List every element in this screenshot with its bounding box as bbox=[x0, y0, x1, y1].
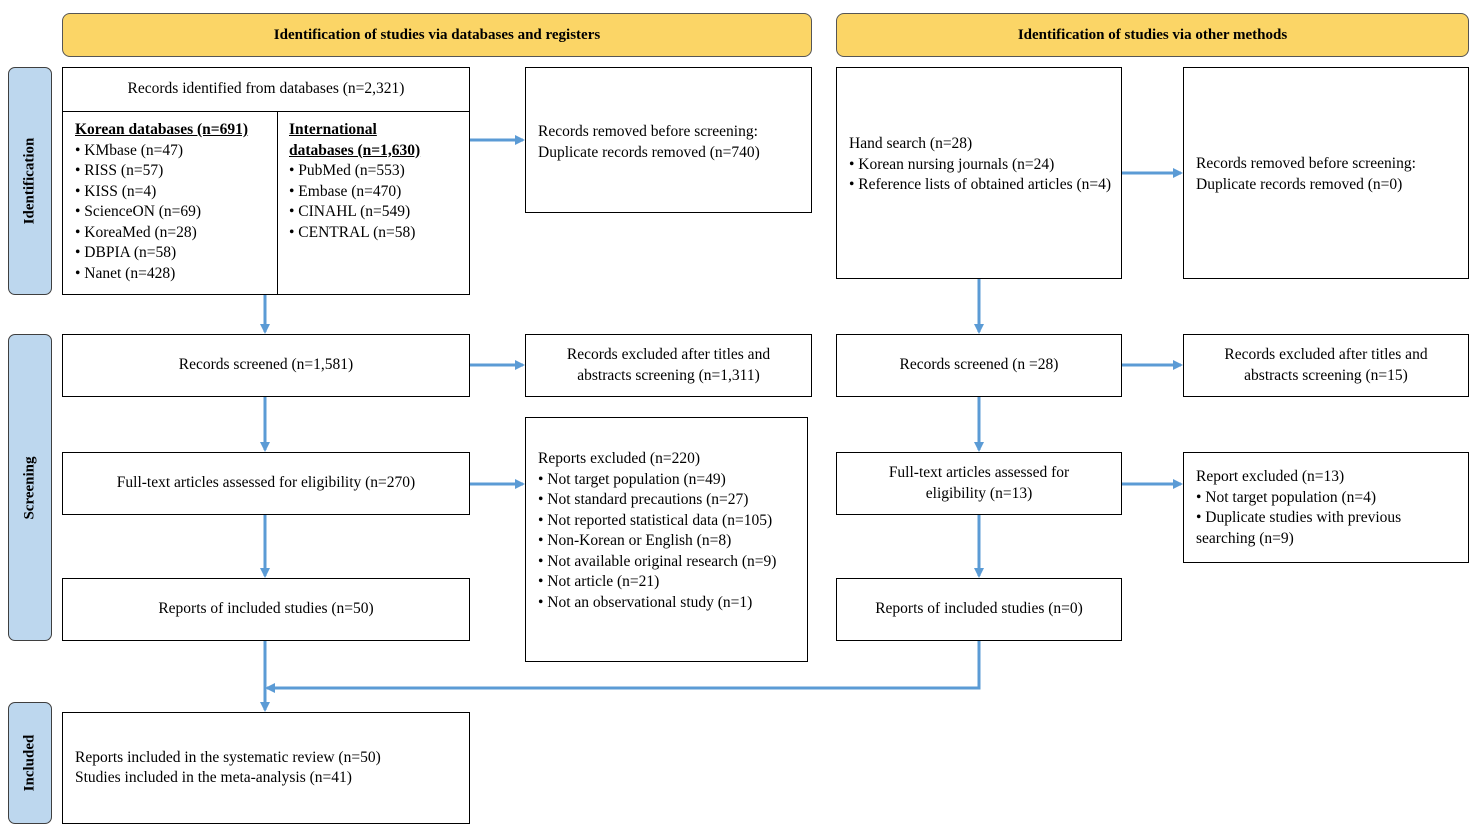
records-removed-other-line-2: Duplicate records removed (n=0) bbox=[1196, 175, 1403, 193]
international-databases-title-2: databases (n=1,630) bbox=[289, 141, 421, 159]
fulltext-assessed-other-box: Full-text articles assessed for eligibil… bbox=[836, 452, 1122, 515]
included-studies-other-box: Reports of included studies (n=0) bbox=[836, 578, 1122, 641]
records-removed-other-box: Records removed before screening: Duplic… bbox=[1183, 67, 1469, 279]
phase-identification: Identification bbox=[8, 67, 52, 295]
list-item: • Korean nursing journals (n=24) bbox=[849, 155, 1055, 173]
list-item: • Not reported statistical data (n=105) bbox=[538, 511, 773, 529]
header-other-label: Identification of studies via other meth… bbox=[1017, 26, 1288, 43]
list-item: • Not target population (n=49) bbox=[538, 470, 726, 488]
included-studies-box: Reports of included studies (n=50) bbox=[62, 578, 470, 641]
fulltext-assessed-other-text: Full-text articles assessed for eligibil… bbox=[888, 464, 1070, 502]
records-excluded-other-text: Records excluded after titles and abstra… bbox=[1224, 346, 1428, 384]
list-item: • PubMed (n=553) bbox=[289, 162, 405, 179]
list-item: • Non-Korean or English (n=8) bbox=[538, 532, 732, 549]
list-item: • Not an observational study (n=1) bbox=[538, 593, 753, 611]
list-item: • Duplicate studies with previous search… bbox=[1196, 509, 1402, 547]
list-item: • KISS (n=4) bbox=[75, 182, 157, 200]
records-removed-other-line-1: Records removed before screening: bbox=[1196, 155, 1416, 172]
fulltext-assessed-box: Full-text articles assessed for eligibil… bbox=[62, 452, 470, 515]
final-included-line-2: Studies included in the meta-analysis (n… bbox=[75, 769, 352, 786]
list-item: • ScienceON (n=69) bbox=[75, 203, 202, 220]
records-excluded-text: Records excluded after titles and abstra… bbox=[566, 346, 771, 384]
list-item: • Embase (n=470) bbox=[289, 182, 402, 200]
included-studies-text: Reports of included studies (n=50) bbox=[158, 600, 374, 618]
list-item: • Not standard precautions (n=27) bbox=[538, 491, 749, 508]
included-studies-other-text: Reports of included studies (n=0) bbox=[875, 600, 1083, 618]
report-excluded-other-box: Report excluded (n=13) • Not target popu… bbox=[1183, 452, 1469, 563]
records-identified-text: Records identified from databases (n=2,3… bbox=[127, 80, 405, 98]
list-item: • Reference lists of obtained articles (… bbox=[849, 176, 1112, 193]
reports-excluded-title: Reports excluded (n=220) bbox=[538, 450, 700, 467]
list-item: • Not available original research (n=9) bbox=[538, 552, 777, 570]
records-screened-other-box: Records screened (n =28) bbox=[836, 334, 1122, 397]
phase-screening: Screening bbox=[8, 334, 52, 641]
fulltext-assessed-text: Full-text articles assessed for eligibil… bbox=[116, 474, 416, 492]
list-item: • Not article (n=21) bbox=[538, 573, 660, 590]
korean-databases-title: Korean databases (n=691) bbox=[75, 121, 249, 138]
list-item: • DBPIA (n=58) bbox=[75, 244, 177, 261]
korean-databases-box: Korean databases (n=691) • KMbase (n=47)… bbox=[62, 111, 278, 295]
records-screened-text: Records screened (n=1,581) bbox=[178, 356, 354, 374]
final-included-line-1: Reports included in the systematic revie… bbox=[75, 748, 381, 766]
records-removed-line-2: Duplicate records removed (n=740) bbox=[538, 143, 760, 161]
list-item: • CINAHL (n=549) bbox=[289, 203, 411, 220]
report-excluded-other-title: Report excluded (n=13) bbox=[1196, 468, 1345, 485]
records-removed-line-1: Records removed before screening: bbox=[538, 123, 758, 140]
hand-search-box: Hand search (n=28) • Korean nursing jour… bbox=[836, 67, 1122, 279]
header-databases-label: Identification of studies via databases … bbox=[273, 26, 601, 43]
arrow-other-to-final bbox=[265, 641, 981, 693]
records-excluded-other-box: Records excluded after titles and abstra… bbox=[1183, 334, 1469, 397]
list-item: • Nanet (n=428) bbox=[75, 264, 176, 282]
records-screened-other-text: Records screened (n =28) bbox=[899, 356, 1059, 374]
records-excluded-box: Records excluded after titles and abstra… bbox=[525, 334, 812, 397]
header-other-methods: Identification of studies via other meth… bbox=[836, 13, 1469, 57]
international-databases-title-1: International bbox=[289, 121, 377, 138]
final-included-box: Reports included in the systematic revie… bbox=[62, 712, 470, 824]
records-screened-box: Records screened (n=1,581) bbox=[62, 334, 470, 397]
header-databases: Identification of studies via databases … bbox=[62, 13, 812, 57]
records-removed-box: Records removed before screening: Duplic… bbox=[525, 67, 812, 213]
list-item: • RISS (n=57) bbox=[75, 162, 164, 179]
list-item: • Not target population (n=4) bbox=[1196, 488, 1377, 506]
reports-excluded-box: Reports excluded (n=220) • Not target po… bbox=[525, 417, 808, 662]
list-item: • KoreaMed (n=28) bbox=[75, 223, 197, 241]
list-item: • CENTRAL (n=58) bbox=[289, 223, 416, 241]
international-databases-box: International databases (n=1,630) • PubM… bbox=[277, 111, 470, 295]
phase-included: Included bbox=[8, 702, 52, 824]
hand-search-title: Hand search (n=28) bbox=[849, 135, 973, 152]
list-item: • KMbase (n=47) bbox=[75, 141, 184, 159]
